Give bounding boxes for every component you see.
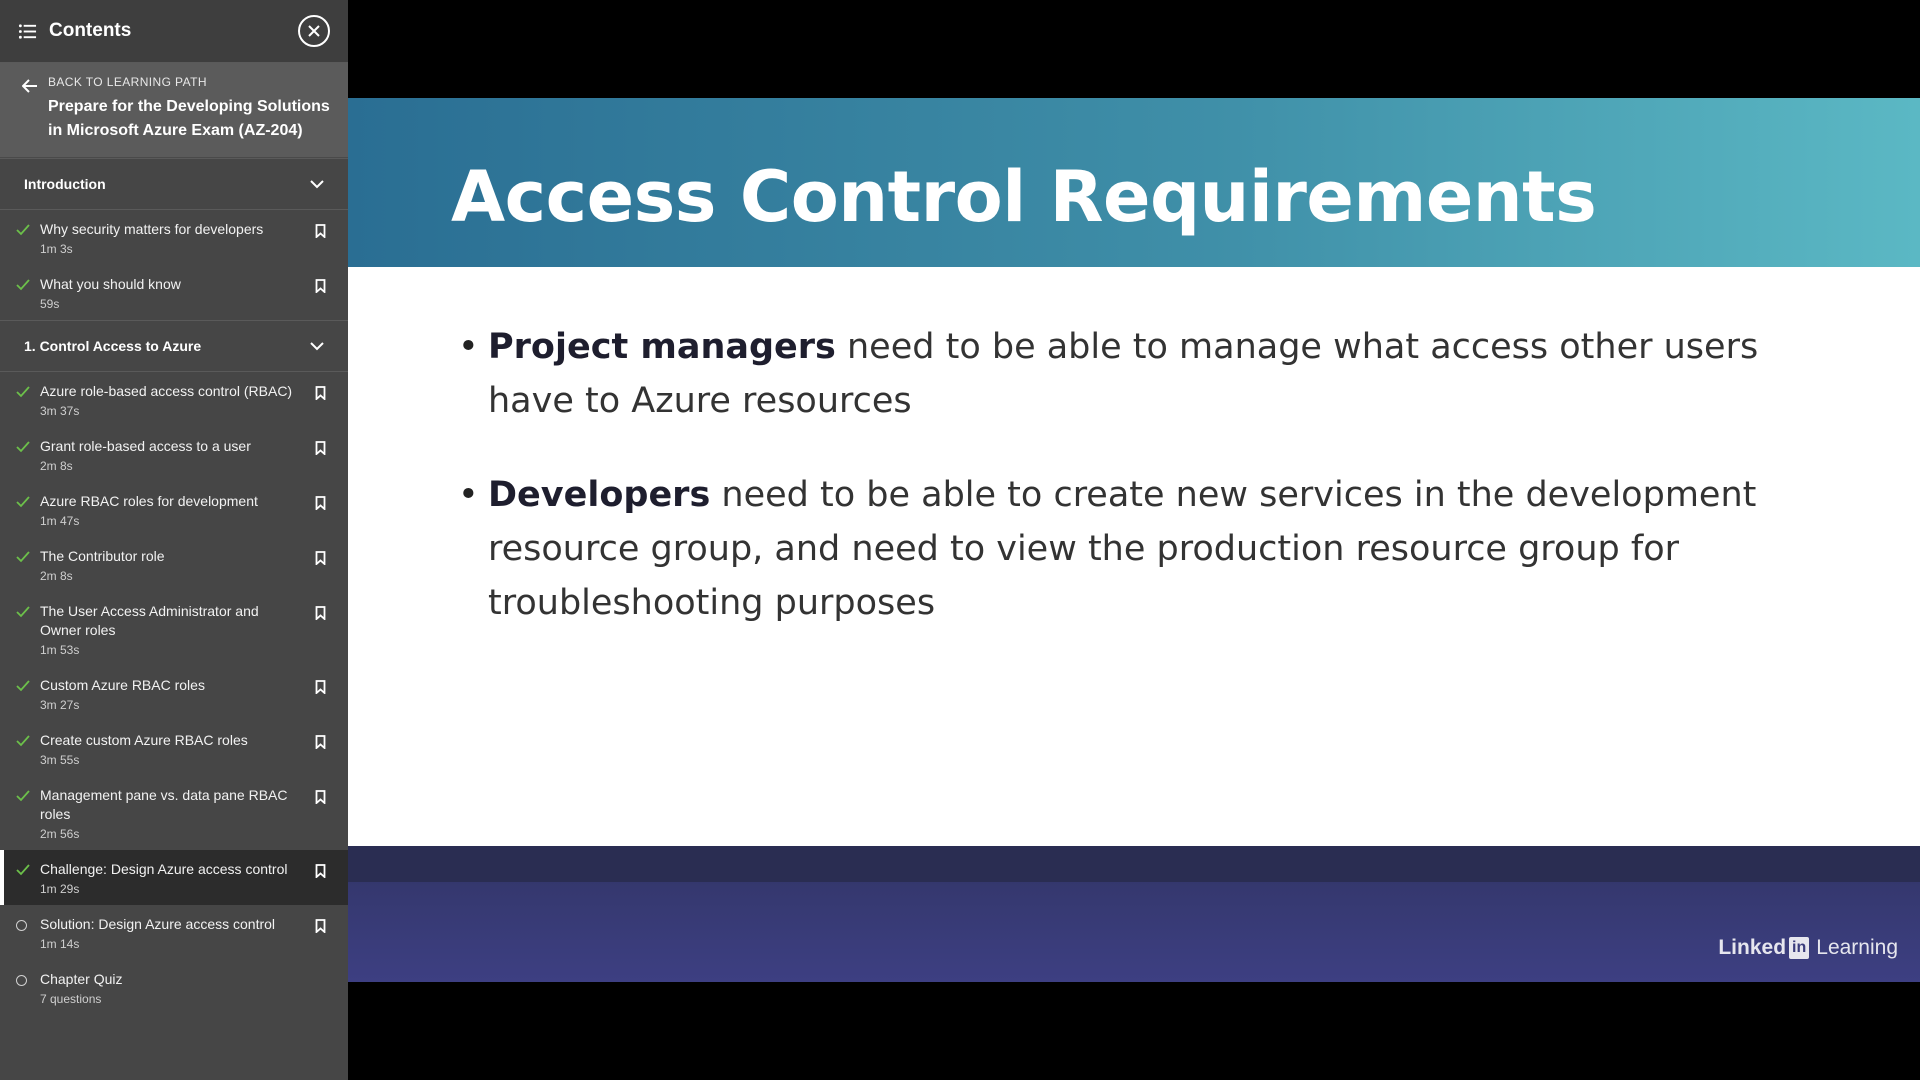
item-duration: 3m 55s (40, 753, 80, 767)
bookmark-icon[interactable] (315, 606, 326, 620)
item-title: Create custom Azure RBAC roles (40, 732, 248, 748)
bookmark-icon[interactable] (315, 919, 326, 933)
close-icon (308, 25, 320, 37)
course-item[interactable]: The Contributor role 2m 8s (0, 537, 348, 592)
item-duration: 3m 37s (40, 404, 80, 418)
bullet-bold: Developers (488, 475, 711, 515)
footer-band (348, 846, 1920, 882)
course-item[interactable]: Grant role-based access to a user 2m 8s (0, 427, 348, 482)
back-label[interactable]: BACK TO LEARNING PATH (48, 75, 207, 89)
item-title: Grant role-based access to a user (40, 438, 251, 454)
logo-learning: Learning (1816, 936, 1898, 959)
item-title: The User Access Administrator and Owner … (40, 603, 259, 638)
checkmark-icon (16, 386, 30, 398)
course-item[interactable]: Azure role-based access control (RBAC) 3m… (0, 372, 348, 427)
section-title: 1. Control Access to Azure (24, 338, 202, 354)
checkmark-icon (16, 790, 30, 802)
item-title: The Contributor role (40, 548, 165, 564)
checkmark-icon (16, 224, 30, 236)
incomplete-circle-icon (16, 975, 27, 986)
slide-header: Access Control Requirements (348, 98, 1920, 267)
course-item[interactable]: The User Access Administrator and Owner … (0, 592, 348, 666)
sidebar-header: Contents (0, 0, 348, 63)
incomplete-circle-icon (16, 920, 27, 931)
item-duration: 3m 27s (40, 698, 80, 712)
section-title: Introduction (24, 176, 106, 192)
arrow-left-icon (22, 79, 37, 93)
chevron-down-icon (310, 180, 324, 189)
item-duration: 7 questions (40, 992, 102, 1006)
learning-path-title[interactable]: Prepare for the Developing Solutions in … (48, 98, 330, 139)
course-item[interactable]: Create custom Azure RBAC roles 3m 55s (0, 721, 348, 776)
checkmark-icon (16, 551, 30, 563)
bookmark-icon[interactable] (315, 551, 326, 565)
contents-sidebar: Contents BACK TO LEARNING PATH Prepare f… (0, 0, 348, 1080)
item-duration: 1m 29s (40, 882, 80, 896)
chevron-down-icon (310, 342, 324, 351)
bullet-text: need to be able to manage what access ot… (488, 327, 1759, 421)
bookmark-icon[interactable] (315, 386, 326, 400)
checkmark-icon (16, 279, 30, 291)
course-item[interactable]: Azure RBAC roles for development 1m 47s (0, 482, 348, 537)
bullet-bold: Project managers (488, 327, 836, 367)
item-duration: 2m 56s (40, 827, 80, 841)
slide-title: Access Control Requirements (451, 156, 1597, 238)
list-icon (18, 23, 37, 39)
item-duration: 59s (40, 297, 60, 311)
course-item[interactable]: What you should know 59s (0, 265, 348, 320)
course-item[interactable]: Custom Azure RBAC roles 3m 27s (0, 666, 348, 721)
slide: Access Control Requirements Project mana… (348, 98, 1920, 982)
sidebar-title: Contents (49, 20, 132, 41)
bullet-text: need to be able to create new services i… (488, 475, 1757, 623)
item-title: What you should know (40, 276, 181, 292)
course-item[interactable]: Solution: Design Azure access control 1m … (0, 905, 348, 960)
section-header[interactable]: Introduction (0, 158, 348, 210)
item-title: Management pane vs. data pane RBAC roles (40, 787, 288, 822)
checkmark-icon (16, 680, 30, 692)
video-player[interactable]: Access Control Requirements Project mana… (348, 0, 1920, 1080)
bullet-developers: Developers need to be able to create new… (458, 468, 1808, 630)
checkmark-icon (16, 735, 30, 747)
item-duration: 1m 3s (40, 242, 73, 256)
item-title: Chapter Quiz (40, 971, 123, 987)
item-title: Solution: Design Azure access control (40, 916, 276, 932)
section-header[interactable]: 1. Control Access to Azure (0, 320, 348, 372)
item-duration: 2m 8s (40, 459, 73, 473)
bookmark-icon[interactable] (315, 224, 326, 238)
checkmark-icon (16, 496, 30, 508)
back-to-learning-path[interactable]: BACK TO LEARNING PATH Prepare for the De… (0, 63, 348, 158)
bookmark-icon[interactable] (315, 441, 326, 455)
item-title: Azure RBAC roles for development (40, 493, 258, 509)
checkmark-icon (16, 864, 30, 876)
bookmark-icon[interactable] (315, 680, 326, 694)
course-item[interactable]: Chapter Quiz 7 questions (0, 960, 348, 1015)
bookmark-icon[interactable] (315, 864, 326, 878)
item-title: Challenge: Design Azure access control (40, 861, 288, 877)
checkmark-icon (16, 441, 30, 453)
item-title: Why security matters for developers (40, 221, 264, 237)
bookmark-icon[interactable] (315, 496, 326, 510)
course-item[interactable]: Why security matters for developers 1m 3s (0, 210, 348, 265)
close-button[interactable] (298, 15, 330, 47)
bullet-project-managers: Project managers need to be able to mana… (458, 320, 1808, 428)
item-duration: 1m 47s (40, 514, 80, 528)
slide-bullets: Project managers need to be able to mana… (458, 320, 1808, 670)
course-item[interactable]: Challenge: Design Azure access control 1m… (0, 850, 348, 905)
course-item[interactable]: Management pane vs. data pane RBAC roles… (0, 776, 348, 850)
item-duration: 2m 8s (40, 569, 73, 583)
item-title: Azure role-based access control (RBAC) (40, 383, 293, 399)
item-duration: 1m 14s (40, 937, 80, 951)
bookmark-icon[interactable] (315, 735, 326, 749)
bookmark-icon[interactable] (315, 790, 326, 804)
logo-linked: Linked (1718, 936, 1787, 959)
item-title: Custom Azure RBAC roles (40, 677, 205, 693)
item-duration: 1m 53s (40, 643, 80, 657)
checkmark-icon (16, 606, 30, 618)
logo-in: in (1789, 937, 1810, 959)
bookmark-icon[interactable] (315, 279, 326, 293)
